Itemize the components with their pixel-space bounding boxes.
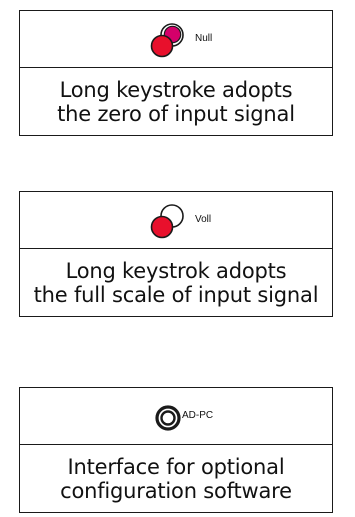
ring-connector-icon xyxy=(151,397,193,437)
null-button-label: Null xyxy=(195,33,213,44)
red-button-icon xyxy=(147,20,189,60)
red-button-icon xyxy=(147,201,189,241)
voll-button-header: Voll xyxy=(20,192,332,249)
ad-pc-label: AD-PC xyxy=(182,410,214,421)
description-line-1: Long keystroke adopts xyxy=(59,77,293,102)
null-button-header: Null xyxy=(20,11,332,68)
voll-button-panel: Voll Long keystrok adopts the full scale… xyxy=(19,191,333,317)
description-line-1: Long keystrok adopts xyxy=(65,258,287,283)
ad-pc-description: Interface for optional configuration sof… xyxy=(20,445,332,512)
description-line-1: Interface for optional xyxy=(67,454,285,479)
voll-button-description: Long keystrok adopts the full scale of i… xyxy=(20,249,332,316)
description-line-2: the full scale of input signal xyxy=(33,282,319,307)
ad-pc-interface-panel: AD-PC Interface for optional configurati… xyxy=(19,387,333,513)
description-line-2: configuration software xyxy=(60,478,292,503)
description-line-2: the zero of input signal xyxy=(57,101,295,126)
null-button-panel: Null Long keystroke adopts the zero of i… xyxy=(19,10,333,136)
null-button-description: Long keystroke adopts the zero of input … xyxy=(20,68,332,135)
voll-button-label: Voll xyxy=(195,214,212,225)
ad-pc-header: AD-PC xyxy=(20,388,332,445)
